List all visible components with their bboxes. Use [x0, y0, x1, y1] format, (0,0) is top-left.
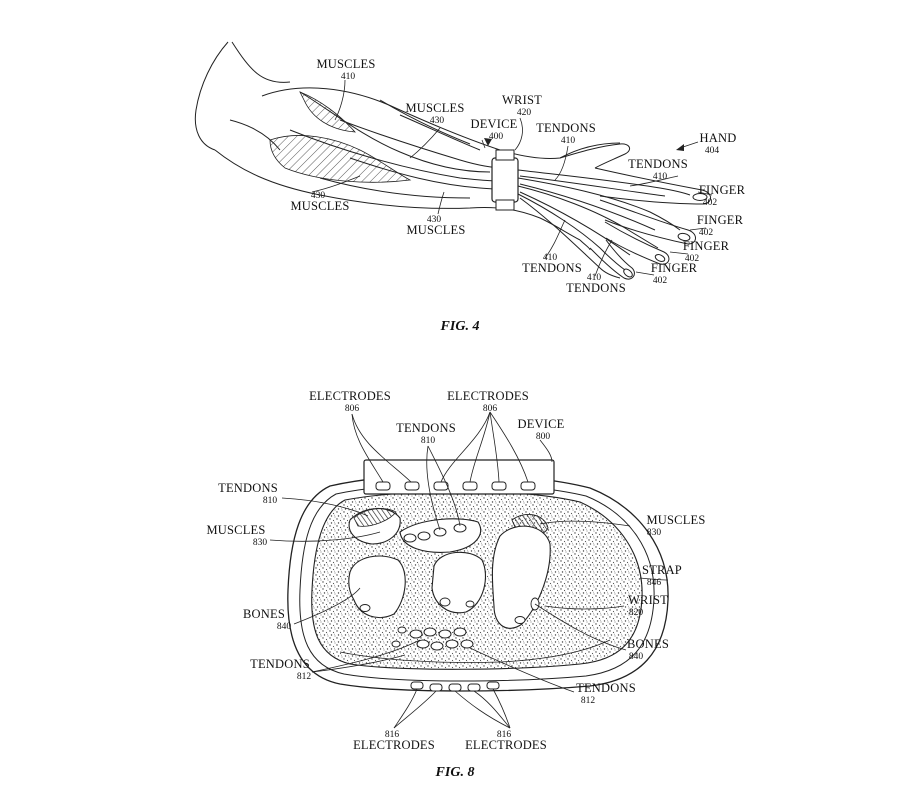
label-tendons-812-right: TENDONS 812 [576, 679, 640, 706]
label-finger-402-1: FINGER 402 [699, 181, 749, 208]
label-wrist-420: WRIST 420 [502, 91, 546, 118]
label-strap-846: STRAP 846 [642, 561, 686, 588]
label-muscles-830-left: MUSCLES 830 [206, 521, 269, 548]
label-hand-404: HAND 404 [700, 129, 741, 156]
label-tendons-410-bottom-a: 410 TENDONS [522, 247, 582, 275]
label-finger-402-3: FINGER 402 [683, 237, 733, 264]
label-electrodes-816-left: 816 ELECTRODES [353, 724, 435, 752]
label-bones-840-left: BONES 840 [243, 605, 291, 632]
label-muscles-830-right: MUSCLES 830 [646, 511, 709, 538]
fig4-leader-lines [311, 79, 713, 277]
label-tendons-410-bottom-b: 410 TENDONS [566, 267, 626, 295]
fig8-labels: ELECTRODES 806 ELECTRODES 806 TENDONS 81… [206, 387, 709, 752]
label-finger-402-4: FINGER 402 [651, 259, 701, 286]
label-tendons-410-top: TENDONS 410 [536, 119, 600, 146]
label-tendons-410-right: TENDONS 410 [628, 155, 692, 182]
label-tendons-812-left: TENDONS 812 [250, 655, 314, 682]
label-bones-840-right: BONES 840 [627, 635, 673, 662]
label-tendons-810-top: TENDONS 810 [396, 419, 460, 446]
label-muscles-430-mid: MUSCLES 430 [405, 99, 468, 126]
fig4-caption: FIG. 4 [440, 319, 480, 334]
label-device-400: DEVICE 400 [470, 115, 521, 142]
label-tendons-810-left: TENDONS 810 [218, 479, 282, 506]
label-electrodes-806-right: ELECTRODES 806 [447, 387, 533, 414]
label-muscles-430-bottom: 430 MUSCLES [406, 209, 465, 237]
label-muscles-410-top: MUSCLES 410 [316, 55, 379, 82]
label-muscles-430-left: 430 MUSCLES [290, 185, 349, 213]
fig4-labels: MUSCLES 410 MUSCLES 430 WRIST 420 DEVICE… [290, 55, 749, 295]
fig4-arm-drawing [194, 41, 711, 280]
label-electrodes-816-right: 816 ELECTRODES [465, 724, 547, 752]
label-finger-402-2: FINGER 402 [697, 211, 747, 238]
label-wrist-820: WRIST 820 [628, 591, 672, 618]
fig8-leader-lines [269, 411, 669, 729]
label-device-800: DEVICE 800 [517, 415, 568, 442]
fig8-cross-section [287, 459, 669, 692]
fig8-caption: FIG. 8 [435, 765, 475, 780]
label-electrodes-806-left: ELECTRODES 806 [309, 387, 395, 414]
